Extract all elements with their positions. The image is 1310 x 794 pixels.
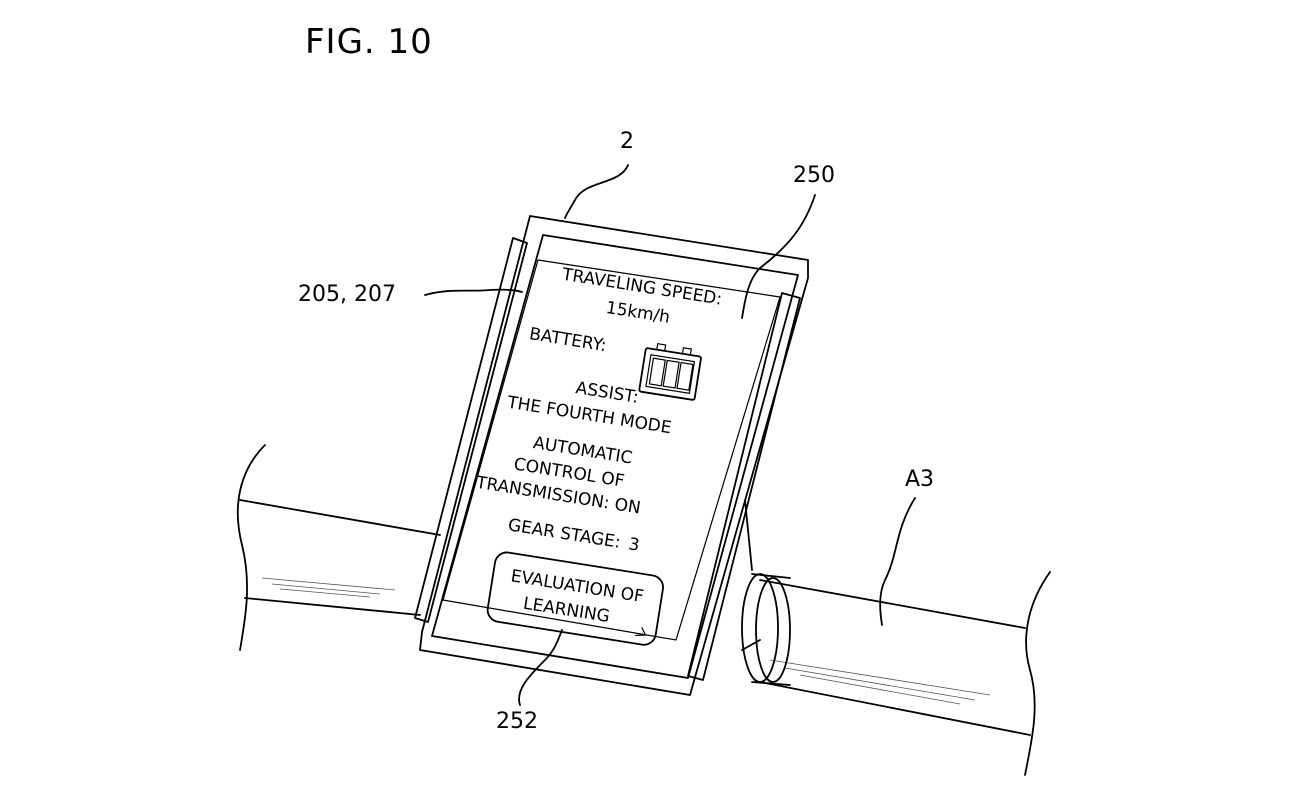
handlebar-right-top-edge bbox=[759, 579, 1026, 629]
handlebar-left-break bbox=[236, 444, 266, 651]
evaluation-button-corner bbox=[635, 627, 647, 637]
ref-label-device: 2 bbox=[620, 129, 634, 154]
leader-handlebar bbox=[879, 497, 916, 626]
leader-sensors bbox=[424, 288, 523, 296]
figure-title: FIG. 10 bbox=[305, 22, 433, 62]
battery-segment bbox=[662, 359, 680, 389]
handlebar-left-shading bbox=[261, 577, 396, 598]
evaluation-button-frame[interactable] bbox=[486, 551, 665, 647]
handlebar-right-break bbox=[1024, 571, 1051, 776]
battery-segment bbox=[676, 361, 694, 391]
battery-icon bbox=[638, 343, 702, 401]
right-side-rail bbox=[687, 292, 801, 681]
cycle-computer-device bbox=[414, 215, 809, 696]
battery-level-segments bbox=[648, 357, 694, 391]
evaluation-button[interactable]: EVALUATION OF LEARNING bbox=[486, 551, 665, 647]
leader-button bbox=[518, 629, 563, 706]
handlebar bbox=[236, 444, 1051, 776]
screen-content: TRAVELING SPEED: 15km/h BATTERY: ASSIST:… bbox=[474, 264, 724, 555]
gear-stage-label: GEAR STAGE: bbox=[507, 515, 622, 553]
battery-label: BATTERY: bbox=[528, 324, 608, 356]
device-housing bbox=[419, 215, 809, 696]
device-face bbox=[431, 234, 799, 679]
handlebar-right-bottom-edge bbox=[759, 681, 1031, 736]
leader-display bbox=[741, 194, 816, 319]
handlebar-left-top-edge bbox=[239, 499, 441, 536]
traveling-speed-value: 15km/h bbox=[605, 298, 672, 328]
ref-label-sensors: 205, 207 bbox=[298, 282, 396, 307]
clamp-ring bbox=[741, 573, 791, 686]
battery-segment bbox=[648, 357, 666, 387]
handlebar-right-shading bbox=[769, 659, 991, 705]
ref-label-handlebar: A3 bbox=[905, 467, 934, 492]
ref-label-display: 250 bbox=[793, 163, 835, 188]
display-screen bbox=[442, 259, 781, 641]
left-side-rail bbox=[414, 237, 528, 623]
leader-device bbox=[564, 164, 629, 219]
assist-label: ASSIST: bbox=[574, 378, 640, 408]
ref-label-button: 252 bbox=[496, 709, 538, 734]
handlebar-left-bottom-edge bbox=[244, 597, 421, 616]
gear-stage-value: 3 bbox=[627, 534, 641, 555]
